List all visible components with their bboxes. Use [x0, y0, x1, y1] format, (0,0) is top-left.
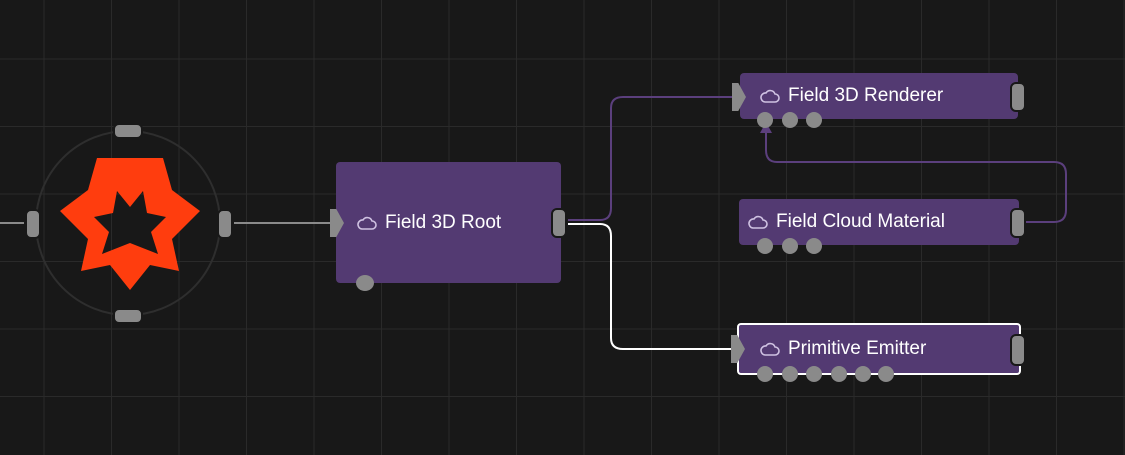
emitter-param-port-3[interactable] — [806, 366, 822, 382]
node-title: Field 3D Root — [385, 211, 502, 233]
entry-node[interactable] — [25, 123, 233, 324]
material-param-port-1[interactable] — [757, 238, 773, 254]
logo-star-icon — [60, 158, 200, 290]
emitter-param-port-5[interactable] — [855, 366, 871, 382]
cloud-icon — [357, 216, 377, 230]
renderer-output-port[interactable] — [1010, 82, 1026, 112]
renderer-param-port-1[interactable] — [757, 112, 773, 128]
renderer-param-port-2[interactable] — [782, 112, 798, 128]
cloud-icon — [748, 215, 768, 229]
emitter-param-port-6[interactable] — [878, 366, 894, 382]
wire-root-to-emitter — [568, 223, 734, 350]
emitter-output-port[interactable] — [1010, 334, 1026, 366]
root-parameter-port[interactable] — [356, 275, 374, 291]
wire-root-to-renderer — [568, 96, 734, 221]
entry-port-right[interactable] — [217, 209, 233, 239]
emitter-param-port-2[interactable] — [782, 366, 798, 382]
cloud-icon — [760, 342, 780, 356]
node-title: Primitive Emitter — [788, 338, 927, 359]
entry-port-bottom[interactable] — [113, 308, 143, 324]
material-output-port[interactable] — [1010, 208, 1026, 238]
material-param-port-2[interactable] — [782, 238, 798, 254]
node-field-3d-root[interactable]: Field 3D Root — [336, 162, 561, 283]
renderer-param-port-3[interactable] — [806, 112, 822, 128]
node-title: Field 3D Renderer — [788, 85, 944, 106]
node-title: Field Cloud Material — [776, 211, 945, 232]
cloud-icon — [760, 89, 780, 103]
material-param-port-3[interactable] — [806, 238, 822, 254]
node-field-cloud-material[interactable]: Field Cloud Material — [739, 199, 1019, 245]
node-field-3d-renderer[interactable]: Field 3D Renderer — [740, 73, 1018, 119]
root-output-port[interactable] — [551, 208, 567, 238]
node-primitive-emitter[interactable]: Primitive Emitter — [737, 323, 1021, 375]
entry-port-left[interactable] — [25, 209, 41, 239]
emitter-param-port-4[interactable] — [831, 366, 847, 382]
emitter-param-port-1[interactable] — [757, 366, 773, 382]
wire-material-to-renderer — [765, 128, 1067, 223]
entry-port-top[interactable] — [113, 123, 143, 139]
